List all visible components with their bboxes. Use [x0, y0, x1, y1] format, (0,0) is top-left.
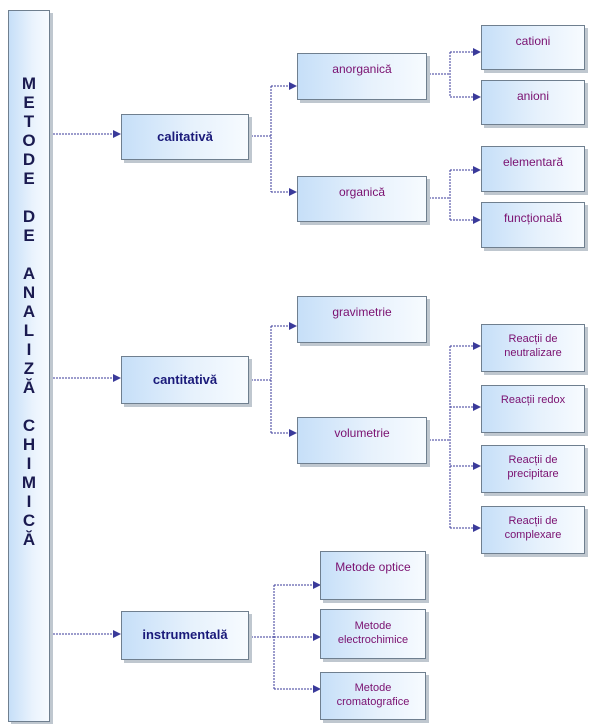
- root-letter: N: [22, 283, 36, 302]
- leaf-cationi: cationi: [481, 25, 585, 70]
- root-letter: A: [22, 302, 36, 321]
- node-label: calitativă: [157, 128, 213, 144]
- root-letter: Ă: [22, 530, 36, 549]
- node-metode-optice: Metode optice: [320, 551, 426, 600]
- leaf-label: elementară: [502, 155, 564, 169]
- node-organica: organică: [297, 176, 427, 222]
- connector-calitativa-trunk: [248, 86, 272, 192]
- leaf-reactii-redox: Reacții redox: [481, 385, 585, 433]
- leaf-label: funcțională: [503, 211, 563, 225]
- root-letter: D: [22, 150, 36, 169]
- leaf-label: Reacții de complexare: [504, 515, 562, 541]
- connector-organica-trunk: [426, 170, 451, 220]
- root-letter: T: [23, 112, 35, 131]
- root-letter: O: [22, 131, 36, 150]
- node-label: cantitativă: [152, 371, 218, 387]
- node-label: instrumentală: [142, 627, 228, 643]
- root-letter: C: [22, 416, 36, 435]
- root-letter: I: [26, 492, 32, 511]
- root-letter: I: [26, 454, 32, 473]
- root-letter: M: [21, 74, 37, 93]
- leaf-label: Reacții de precipitare: [507, 454, 559, 480]
- root-letter: I: [26, 340, 32, 359]
- root-word-gap: [9, 244, 49, 263]
- node-gravimetrie: gravimetrie: [297, 296, 427, 343]
- connector-instrumentala-trunk: [248, 585, 275, 689]
- leaf-label: Reacții de neutralizare: [504, 333, 562, 359]
- node-anorganica: anorganică: [297, 53, 427, 100]
- root-word-gap: [9, 396, 49, 415]
- root-letter: L: [23, 321, 35, 340]
- leaf-reactii-complexare: Reacții de complexare: [481, 506, 585, 554]
- node-label: gravimetrie: [332, 305, 392, 319]
- leaf-reactii-neutralizare: Reacții de neutralizare: [481, 324, 585, 372]
- node-label: organică: [338, 185, 386, 199]
- node-calitativa: calitativă: [121, 114, 249, 160]
- leaf-label: anioni: [516, 89, 550, 103]
- node-cantitativa: cantitativă: [121, 356, 249, 404]
- leaf-functionala: funcțională: [481, 202, 585, 248]
- node-label: Metode cromatografice: [336, 682, 410, 708]
- root-letter: H: [22, 435, 36, 454]
- node-label: anorganică: [332, 62, 392, 76]
- root-letter: Z: [23, 359, 35, 378]
- node-label: Metode electrochimice: [337, 620, 409, 646]
- leaf-reactii-precipitare: Reacții de precipitare: [481, 445, 585, 493]
- node-label: Metode optice: [335, 560, 411, 574]
- root-letter: M: [21, 473, 37, 492]
- leaf-anioni: anioni: [481, 80, 585, 125]
- root-letter: D: [22, 207, 36, 226]
- node-instrumentala: instrumentală: [121, 611, 249, 660]
- leaf-label: cationi: [515, 34, 551, 48]
- root-word-gap: [9, 187, 49, 206]
- node-metode-electrochimice: Metode electrochimice: [320, 609, 426, 659]
- connector-cantitativa-trunk: [248, 326, 272, 433]
- root-letter: C: [22, 511, 36, 530]
- root-letter: E: [23, 93, 35, 112]
- root-letter: E: [23, 169, 35, 188]
- root-letter: Ă: [22, 378, 36, 397]
- connector-volumetrie-trunk: [426, 346, 451, 528]
- leaf-label: Reacții redox: [500, 394, 566, 406]
- node-volumetrie: volumetrie: [297, 417, 427, 464]
- node-metode-cromatografice: Metode cromatografice: [320, 672, 426, 720]
- connector-anorganica-trunk: [426, 52, 451, 97]
- leaf-elementara: elementară: [481, 146, 585, 192]
- node-label: volumetrie: [334, 426, 390, 440]
- root-letter: E: [23, 226, 35, 245]
- root-letter: A: [22, 264, 36, 283]
